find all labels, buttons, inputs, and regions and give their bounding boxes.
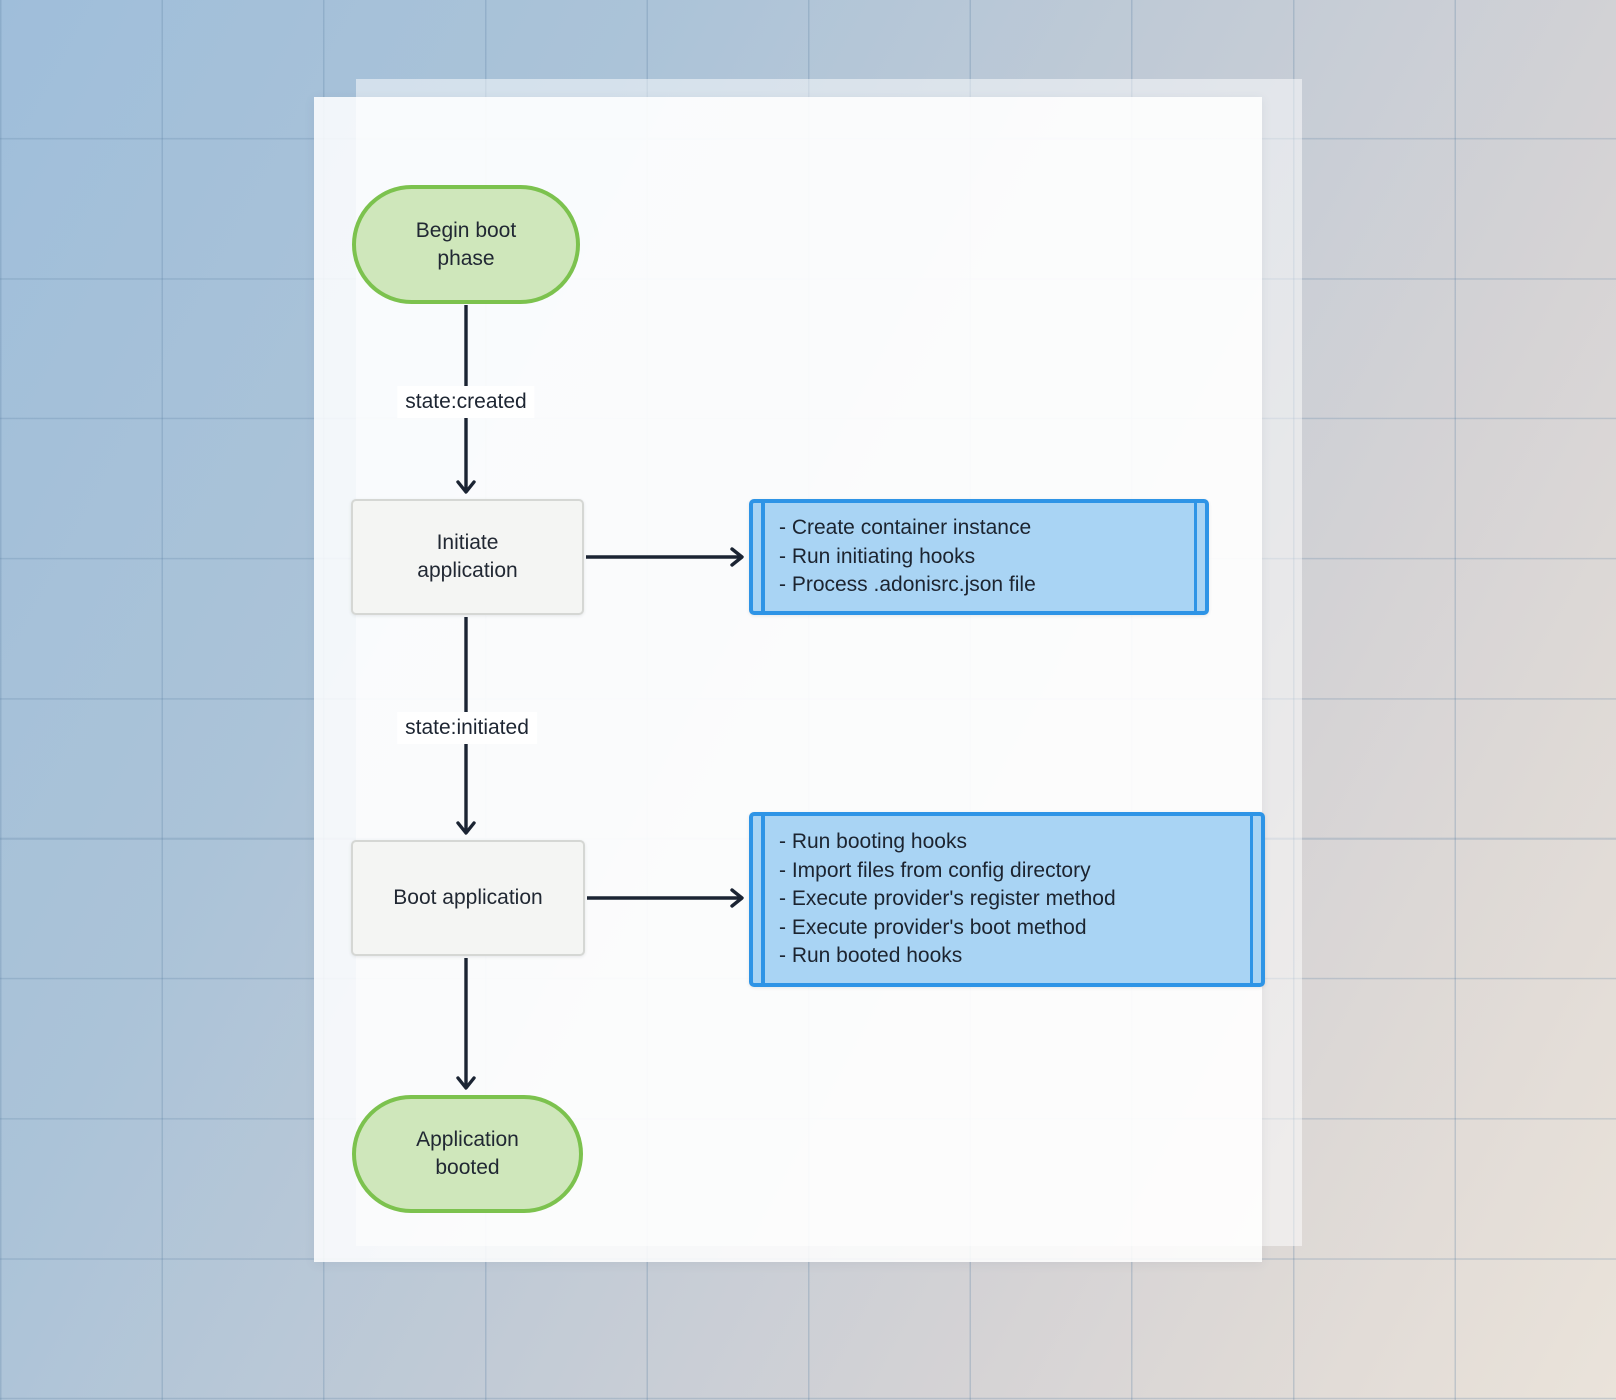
task-item: - Create container instance — [779, 516, 1032, 540]
node-initiate-application: Initiate application — [351, 499, 584, 615]
task-item: - Process .adonisrc.json file — [779, 573, 1036, 597]
edge-label-state-created: state:created — [397, 386, 535, 418]
node-label: Begin boot phase — [415, 218, 517, 270]
edge-label-state-initiated: state:initiated — [397, 712, 537, 744]
node-boot-application: Boot application — [351, 840, 585, 956]
task-list: - Run booting hooks - Import files from … — [753, 828, 1116, 971]
task-item: - Run booted hooks — [779, 944, 963, 968]
task-item: - Execute provider's boot method — [779, 915, 1087, 939]
node-application-booted: Application booted — [352, 1095, 583, 1213]
node-label: Application booted — [416, 1128, 519, 1179]
node-label: Boot application — [393, 886, 543, 909]
node-initiate-tasks: - Create container instance - Run initia… — [749, 499, 1209, 615]
node-boot-tasks: - Run booting hooks - Import files from … — [749, 812, 1265, 987]
node-begin-boot-phase: Begin boot phase — [352, 185, 580, 304]
task-item: - Execute provider's register method — [779, 887, 1116, 911]
task-item: - Run booting hooks — [779, 830, 967, 854]
node-label: Initiate application — [417, 531, 518, 582]
task-item: - Run initiating hooks — [779, 544, 976, 568]
task-item: - Import files from config directory — [779, 858, 1091, 882]
task-list: - Create container instance - Run initia… — [753, 514, 1036, 600]
